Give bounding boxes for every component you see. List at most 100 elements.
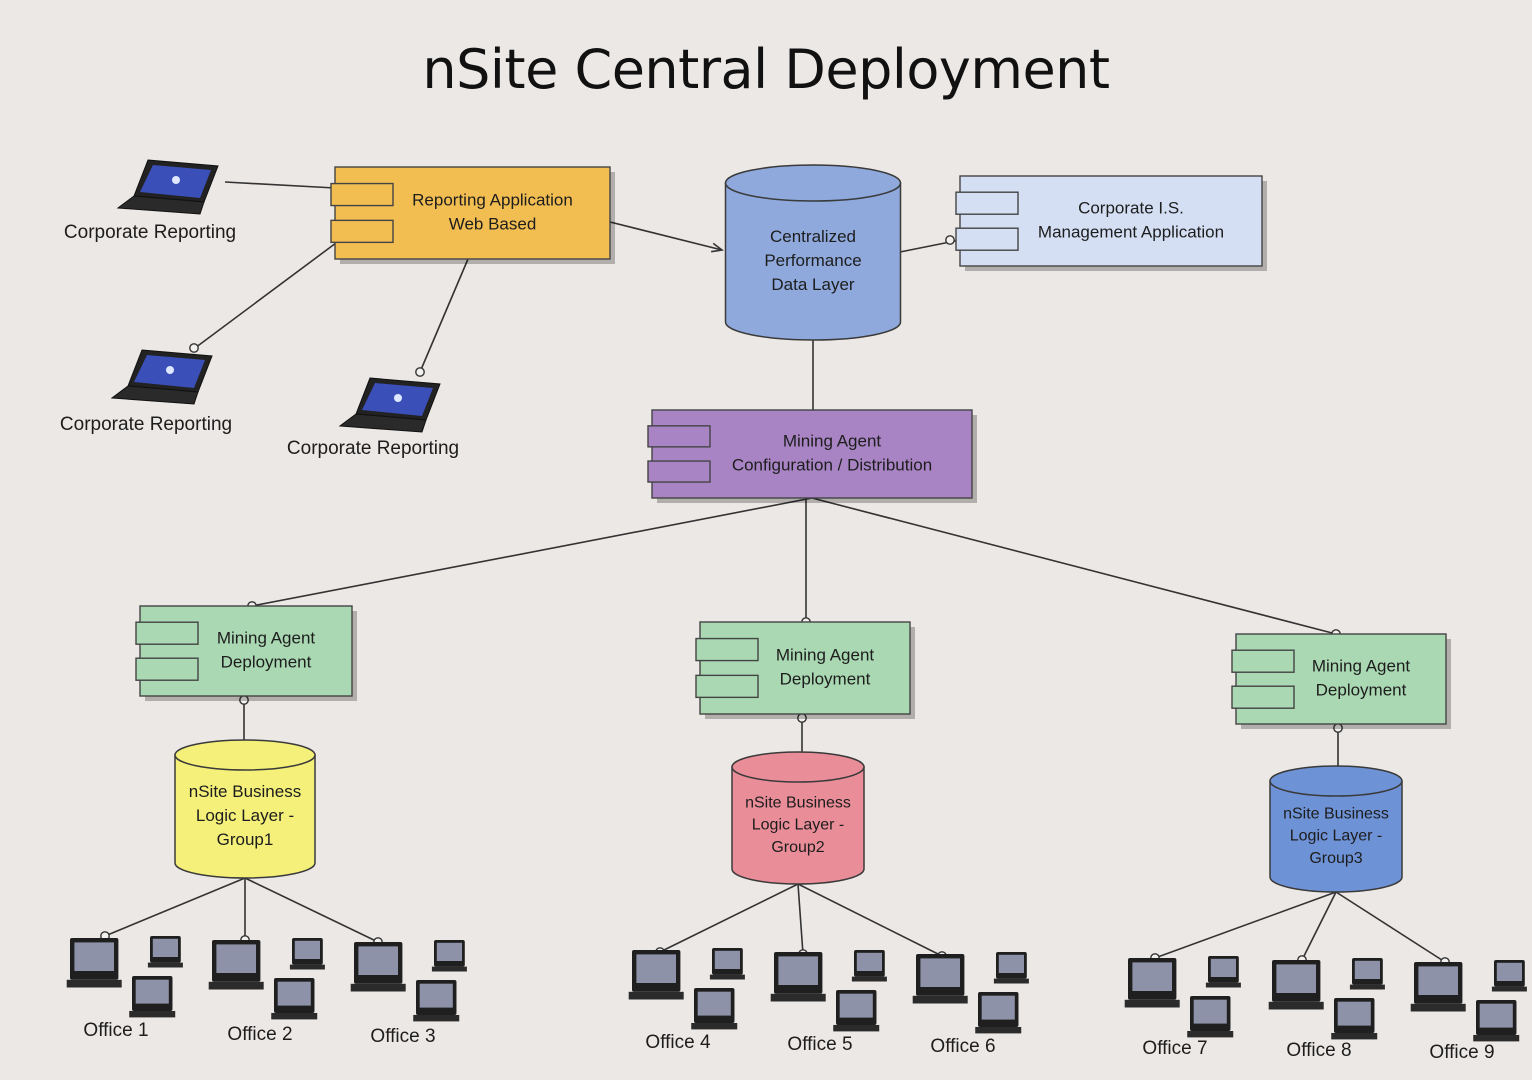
node-label-line: Mining Agent xyxy=(1312,657,1411,676)
office-label: Office 7 xyxy=(1142,1038,1207,1059)
component-tab xyxy=(695,674,759,699)
computer-icon xyxy=(147,936,183,968)
connector-line xyxy=(1335,891,1446,963)
node-label-line: Mining Agent xyxy=(776,646,875,665)
computer-icon xyxy=(833,990,880,1032)
node-label-line: Configuration / Distribution xyxy=(732,455,932,474)
connector-line xyxy=(609,221,723,251)
computer-icon xyxy=(628,950,684,1000)
connector-line xyxy=(659,883,799,953)
office-cluster: Office 9 xyxy=(1410,960,1527,1063)
component-tab xyxy=(955,191,1019,215)
computer-icon xyxy=(851,950,887,982)
office-cluster: Office 2 xyxy=(208,938,325,1045)
computer-icon xyxy=(350,942,406,992)
computer-icon xyxy=(129,976,176,1018)
node-label-line: Centralized xyxy=(770,227,856,246)
node-label-line: nSite Business xyxy=(745,794,851,811)
reporting-client-label: Corporate Reporting xyxy=(64,222,236,243)
connector-line xyxy=(104,877,246,937)
management-app-component: Corporate I.S.Management Application xyxy=(955,175,1267,271)
computer-icon xyxy=(975,992,1022,1034)
connector-line xyxy=(224,181,336,189)
connector-line xyxy=(797,883,804,955)
port-circle xyxy=(415,367,425,377)
node-label-line: Logic Layer - xyxy=(752,817,845,834)
computer-icon xyxy=(66,938,122,988)
computer-icon xyxy=(413,980,460,1022)
computer-icon xyxy=(1331,998,1378,1040)
computer-icon xyxy=(1491,960,1527,992)
connector-line xyxy=(251,497,813,607)
connector-line xyxy=(1154,891,1337,959)
component-tab xyxy=(647,425,711,448)
reporting-client-label: Corporate Reporting xyxy=(60,414,232,435)
laptop-icon xyxy=(116,159,219,215)
office-cluster: Office 6 xyxy=(912,952,1029,1057)
node-label-line: Logic Layer - xyxy=(196,806,294,825)
node-label-line: Group2 xyxy=(771,839,824,856)
component-tab xyxy=(1231,685,1295,709)
computer-icon xyxy=(289,938,325,970)
computer-icon xyxy=(1473,1000,1520,1042)
component-tab xyxy=(647,460,711,483)
component-tab xyxy=(135,657,199,681)
connector-line xyxy=(419,258,469,373)
reporting-client: Corporate Reporting xyxy=(64,159,236,243)
office-cluster: Office 3 xyxy=(350,940,467,1047)
node-label-line: Deployment xyxy=(221,652,312,671)
node-label-line: Logic Layer - xyxy=(1290,828,1383,845)
reporting-client-label: Corporate Reporting xyxy=(287,438,459,459)
office-cluster: Office 4 xyxy=(628,948,745,1053)
office-label: Office 8 xyxy=(1286,1040,1351,1061)
connector-line xyxy=(797,883,943,957)
reporting-client: Corporate Reporting xyxy=(287,377,459,459)
office-label: Office 9 xyxy=(1429,1042,1494,1063)
node-label-line: Web Based xyxy=(449,214,537,233)
computer-icon xyxy=(271,978,318,1020)
office-clusters: Office 1 Office 2 Office 3 Office 4 Office 5… xyxy=(66,936,1527,1063)
component-tab xyxy=(695,637,759,662)
computer-icon xyxy=(431,940,467,972)
node-label-line: nSite Business xyxy=(189,782,301,801)
laptop-icon xyxy=(110,349,213,405)
computer-icon xyxy=(691,988,738,1030)
node-label-line: Management Application xyxy=(1038,222,1224,241)
computer-icon xyxy=(1349,958,1385,990)
office-label: Office 3 xyxy=(370,1026,435,1047)
node-label-line: nSite Business xyxy=(1283,805,1389,822)
node-label-line: Deployment xyxy=(780,669,871,688)
office-cluster: Office 5 xyxy=(770,950,887,1055)
computer-icon xyxy=(208,940,264,990)
component-tab xyxy=(330,182,394,207)
computer-icon xyxy=(912,954,968,1004)
office-label: Office 6 xyxy=(930,1036,995,1057)
connector-line xyxy=(244,877,379,943)
connector-line xyxy=(811,497,1337,635)
node-label-line: Data Layer xyxy=(771,275,854,294)
node-label-line: Mining Agent xyxy=(217,629,316,648)
computer-icon xyxy=(709,948,745,980)
office-label: Office 1 xyxy=(83,1020,148,1041)
office-cluster: Office 7 xyxy=(1124,956,1241,1059)
arrowhead xyxy=(711,242,724,253)
computer-icon xyxy=(1187,996,1234,1038)
office-label: Office 5 xyxy=(787,1034,852,1055)
component-tab xyxy=(1231,649,1295,673)
office-label: Office 2 xyxy=(227,1024,292,1045)
office-label: Office 4 xyxy=(645,1032,711,1053)
computer-icon xyxy=(993,952,1029,984)
connector-line xyxy=(194,239,341,349)
office-cluster: Office 8 xyxy=(1268,958,1385,1061)
computer-icon xyxy=(1124,958,1180,1008)
